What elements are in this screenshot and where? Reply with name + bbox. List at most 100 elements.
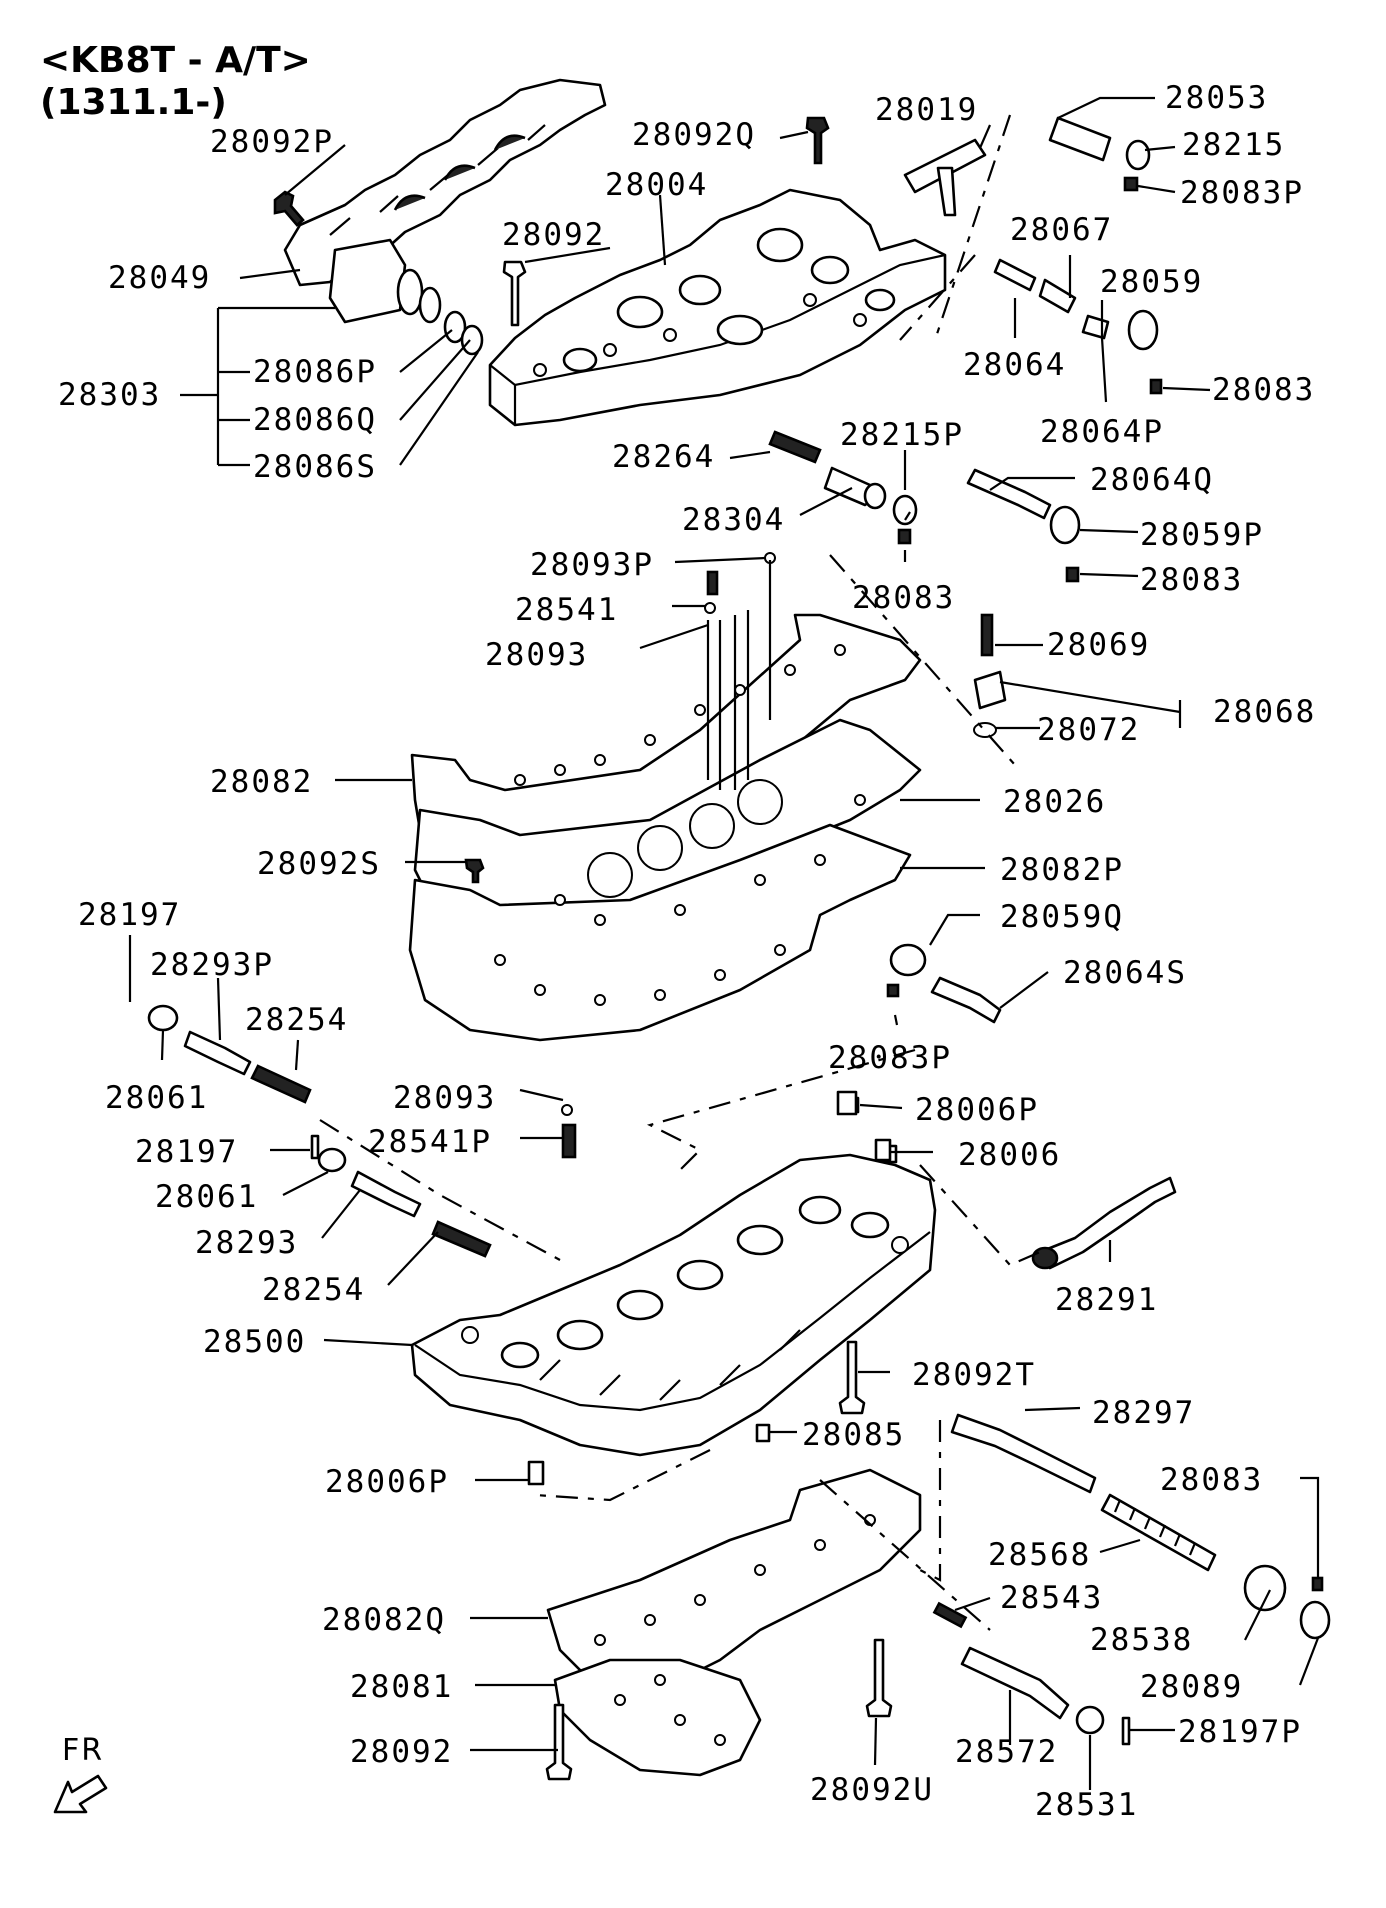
- part-label[interactable]: 28081: [350, 1669, 453, 1705]
- part-label[interactable]: 28061: [155, 1179, 258, 1215]
- part-label[interactable]: 28543: [1000, 1580, 1103, 1616]
- part-label[interactable]: 28006: [958, 1137, 1061, 1173]
- part-label[interactable]: 28083P: [828, 1040, 952, 1076]
- part-label[interactable]: 28293P: [150, 947, 274, 983]
- plate-holes: [494, 644, 866, 1006]
- part-label[interactable]: 28541P: [368, 1124, 492, 1160]
- part-label[interactable]: 28059: [1100, 264, 1203, 300]
- part-label[interactable]: 28083: [1140, 562, 1243, 598]
- valve-28291: [1031, 1176, 1177, 1270]
- part-label[interactable]: 28093: [485, 637, 588, 673]
- alignment-lines: [319, 114, 1041, 1631]
- part-label[interactable]: 28083: [1212, 372, 1315, 408]
- part-label[interactable]: 28297: [1092, 1395, 1195, 1431]
- leader-lines: [128, 96, 1320, 1790]
- part-label[interactable]: 28500: [203, 1324, 306, 1360]
- solenoid-valve: [328, 238, 484, 356]
- bolt-28092q: [805, 116, 830, 165]
- part-label[interactable]: 28082P: [1000, 852, 1124, 888]
- part-label[interactable]: 28568: [988, 1537, 1091, 1573]
- bolt-28092-lower: [545, 1703, 573, 1781]
- part-label[interactable]: 28092T: [912, 1357, 1036, 1393]
- cover-plate-28081: [553, 1658, 762, 1777]
- part-label[interactable]: 28064: [963, 347, 1066, 383]
- part-label[interactable]: 28092P: [210, 124, 334, 160]
- part-label[interactable]: 28069: [1047, 627, 1150, 663]
- part-label[interactable]: 28293: [195, 1225, 298, 1261]
- part-label[interactable]: 28086P: [253, 354, 377, 390]
- part-label[interactable]: 28541: [515, 592, 618, 628]
- part-label[interactable]: 28197: [135, 1134, 238, 1170]
- valve-group-left: [147, 1004, 577, 1258]
- part-label[interactable]: 28026: [1003, 784, 1106, 820]
- bolt-28092p: [273, 190, 305, 227]
- part-label[interactable]: 28303: [58, 377, 161, 413]
- valve-group-top: [768, 116, 1163, 583]
- front-orientation-marker: FR: [53, 1733, 108, 1814]
- part-label[interactable]: 28093P: [530, 547, 654, 583]
- part-label[interactable]: 28019: [875, 92, 978, 128]
- part-label[interactable]: 28092S: [257, 846, 381, 882]
- part-label[interactable]: 28067: [1010, 212, 1113, 248]
- part-label[interactable]: 28086Q: [253, 402, 377, 438]
- part-label[interactable]: 28068: [1213, 694, 1316, 730]
- part-label[interactable]: 28197P: [1178, 1714, 1302, 1750]
- part-label[interactable]: 28083P: [1180, 175, 1304, 211]
- bolt-28092-upper: [502, 260, 527, 327]
- valve-group-bottom-right: [932, 1413, 1331, 1746]
- part-label[interactable]: 28264: [612, 439, 715, 475]
- solenoid-bracket: [283, 78, 607, 287]
- part-label[interactable]: 28072: [1037, 712, 1140, 748]
- part-label[interactable]: 28059Q: [1000, 899, 1124, 935]
- pipe-28019: [903, 138, 987, 217]
- part-label[interactable]: 28291: [1055, 1282, 1158, 1318]
- illustration: [147, 78, 1331, 1781]
- upper-valve-body: [488, 188, 947, 427]
- part-label[interactable]: 28572: [955, 1734, 1058, 1770]
- fr-label: FR: [62, 1733, 104, 1768]
- plug-28006: [874, 1138, 892, 1162]
- part-label[interactable]: 28538: [1090, 1622, 1193, 1658]
- part-label[interactable]: 28093: [393, 1080, 496, 1116]
- part-label[interactable]: 28092: [502, 217, 605, 253]
- bolt-28092u: [865, 1638, 893, 1718]
- part-label[interactable]: 28197: [78, 897, 181, 933]
- part-label[interactable]: 28061: [105, 1080, 208, 1116]
- part-label[interactable]: 28083: [1160, 1462, 1263, 1498]
- part-label[interactable]: 28215P: [840, 417, 964, 453]
- part-label[interactable]: 28082Q: [322, 1602, 446, 1638]
- part-label[interactable]: 28006P: [915, 1092, 1039, 1128]
- part-label[interactable]: 28053: [1165, 80, 1268, 116]
- plug-28006p-upper: [836, 1090, 858, 1116]
- part-label[interactable]: 28086S: [253, 449, 377, 485]
- part-label[interactable]: 28085: [802, 1417, 905, 1453]
- part-label[interactable]: 28059P: [1140, 517, 1264, 553]
- part-label[interactable]: 28064Q: [1090, 462, 1214, 498]
- part-label[interactable]: 28082: [210, 764, 313, 800]
- part-label[interactable]: 28089: [1140, 1669, 1243, 1705]
- lower-valve-body: [410, 1153, 937, 1457]
- part-label[interactable]: 28006P: [325, 1464, 449, 1500]
- part-label[interactable]: 28254: [245, 1002, 348, 1038]
- plug-28006p-lower: [527, 1460, 545, 1486]
- part-label[interactable]: 28092U: [810, 1772, 934, 1808]
- part-label[interactable]: 28215: [1182, 127, 1285, 163]
- part-label[interactable]: 28083: [852, 580, 955, 616]
- plug-28085: [755, 1423, 771, 1443]
- check-balls: [704, 552, 1007, 738]
- arrow-down-left-icon: [53, 1774, 108, 1814]
- gasket-28082p: [408, 823, 912, 1042]
- part-label[interactable]: 28092: [350, 1734, 453, 1770]
- part-label[interactable]: 28092Q: [632, 117, 756, 153]
- part-label[interactable]: 28004: [605, 167, 708, 203]
- part-label[interactable]: 28064P: [1040, 414, 1164, 450]
- bolt-28092s: [464, 858, 485, 884]
- header-model: <KB8T - A/T>: [40, 40, 311, 81]
- part-label[interactable]: 28049: [108, 260, 211, 296]
- part-label[interactable]: 28064S: [1063, 955, 1187, 991]
- header-date: (1311.1-): [40, 82, 227, 123]
- part-label[interactable]: 28531: [1035, 1787, 1138, 1823]
- part-label[interactable]: 28254: [262, 1272, 365, 1308]
- part-label[interactable]: 28304: [682, 502, 785, 538]
